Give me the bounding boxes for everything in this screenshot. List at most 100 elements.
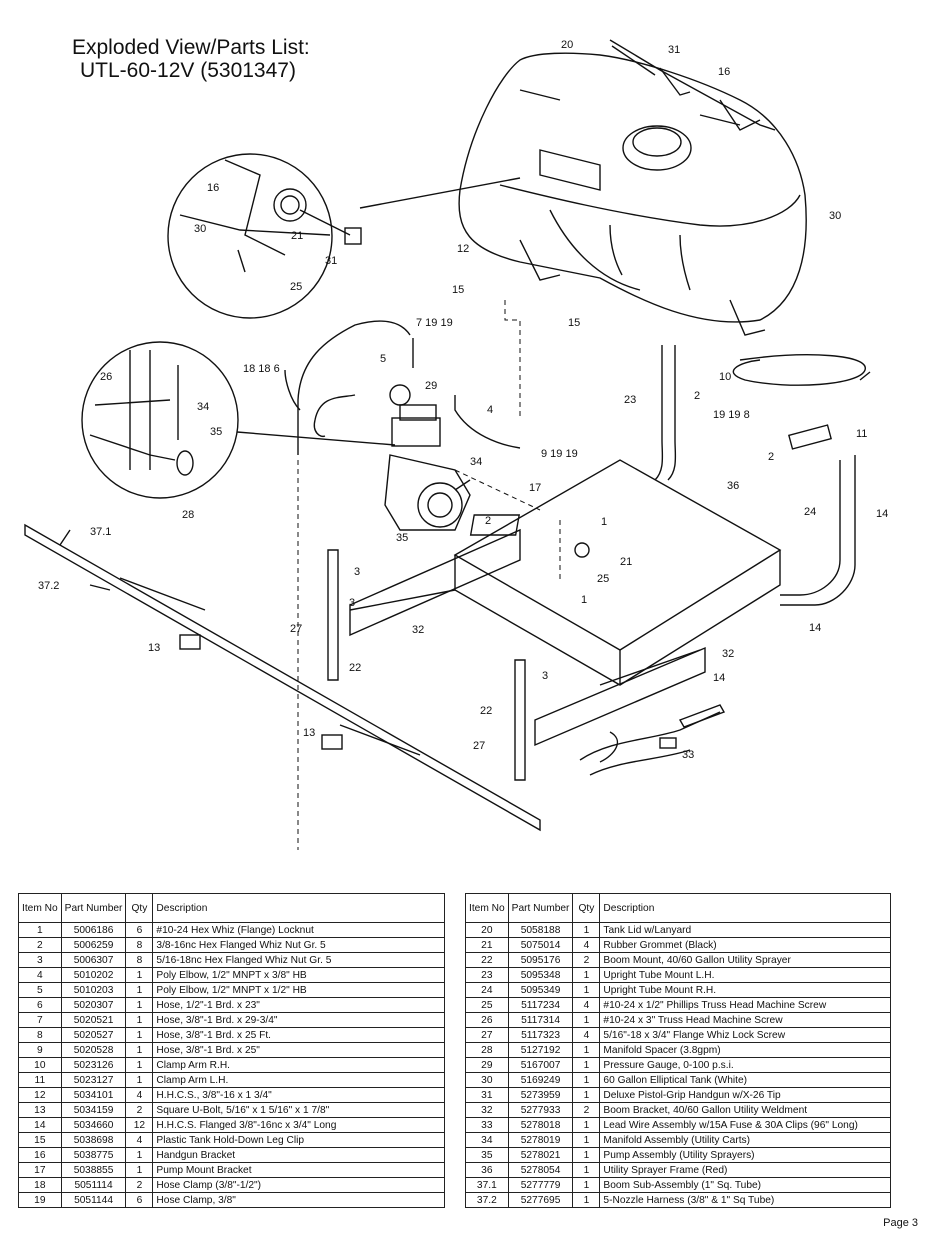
callout: 19 19 8 <box>713 409 750 421</box>
qty-cell: 6 <box>125 1192 154 1208</box>
description-cell: Hose, 1/2"-1 Brd. x 23" <box>152 997 445 1013</box>
part-number-cell: 5075014 <box>507 937 574 953</box>
item-cell: 18 <box>18 1177 62 1193</box>
callout: 31 <box>325 255 337 267</box>
part-number-cell: 5277779 <box>507 1177 574 1193</box>
part-number-cell: 5020307 <box>60 997 127 1013</box>
callout: 1 <box>601 516 607 528</box>
part-number-cell: 5034159 <box>60 1102 127 1118</box>
upright-tube-mounts-drawing <box>654 345 856 606</box>
description-cell: #10-24 Hex Whiz (Flange) Locknut <box>152 922 445 938</box>
part-number-cell: 5038698 <box>60 1132 127 1148</box>
description-cell: Tank Lid w/Lanyard <box>599 922 891 938</box>
boom-drawing <box>24 523 619 832</box>
qty-cell: 1 <box>125 1027 154 1043</box>
item-cell: 11 <box>18 1072 62 1088</box>
description-cell: 5/16"-18 x 3/4" Flange Whiz Lock Screw <box>599 1027 891 1043</box>
part-number-cell: 5117314 <box>507 1012 574 1028</box>
qty-cell: 8 <box>125 937 154 953</box>
part-number-cell: 5020528 <box>60 1042 127 1058</box>
callout: 36 <box>727 480 739 492</box>
header-item: Item No <box>465 893 509 923</box>
item-cell: 32 <box>465 1102 509 1118</box>
table-header-row: Item No Part Number Qty Description <box>465 893 891 923</box>
part-number-cell: 5273959 <box>507 1087 574 1103</box>
part-number-cell: 5006307 <box>60 952 127 968</box>
part-number-cell: 5117323 <box>507 1027 574 1043</box>
callout: 2 <box>485 515 491 527</box>
part-number-cell: 5023127 <box>60 1072 127 1088</box>
item-cell: 35 <box>465 1147 509 1163</box>
part-number-cell: 5058188 <box>507 922 574 938</box>
description-cell: Boom Sub-Assembly (1" Sq. Tube) <box>599 1177 891 1193</box>
callout: 17 <box>529 482 541 494</box>
part-number-cell: 5023126 <box>60 1057 127 1073</box>
callout: 30 <box>829 210 841 222</box>
callout: 34 <box>197 401 209 413</box>
diagram-linework <box>24 39 871 850</box>
qty-cell: 1 <box>572 1192 601 1208</box>
callout: 26 <box>100 371 112 383</box>
description-cell: H.H.C.S., 3/8"-16 x 1 3/4" <box>152 1087 445 1103</box>
frame-drawing <box>453 459 782 686</box>
qty-cell: 2 <box>125 1177 154 1193</box>
item-cell: 37.1 <box>465 1177 509 1193</box>
qty-cell: 1 <box>572 1117 601 1133</box>
callout: 14 <box>713 672 725 684</box>
part-number-cell: 5034101 <box>60 1087 127 1103</box>
qty-cell: 4 <box>572 937 601 953</box>
qty-cell: 1 <box>125 1147 154 1163</box>
callout: 2 <box>768 451 774 463</box>
qty-cell: 1 <box>572 967 601 983</box>
item-cell: 10 <box>18 1057 62 1073</box>
callout: 27 <box>290 623 302 635</box>
callout: 22 <box>349 662 361 674</box>
qty-cell: 1 <box>125 1012 154 1028</box>
part-number-cell: 5020521 <box>60 1012 127 1028</box>
qty-cell: 4 <box>572 997 601 1013</box>
tank-drawing <box>458 52 807 336</box>
item-cell: 14 <box>18 1117 62 1133</box>
qty-cell: 4 <box>572 1027 601 1043</box>
qty-cell: 4 <box>125 1132 154 1148</box>
callout: 23 <box>624 394 636 406</box>
description-cell: Clamp Arm R.H. <box>152 1057 445 1073</box>
item-cell: 7 <box>18 1012 62 1028</box>
qty-cell: 1 <box>572 1162 601 1178</box>
title-line-1: Exploded View/Parts List: <box>72 36 310 59</box>
item-cell: 3 <box>18 952 62 968</box>
item-cell: 31 <box>465 1087 509 1103</box>
header-qty: Qty <box>572 893 601 923</box>
callout: 14 <box>876 508 888 520</box>
callout: 3 <box>354 566 360 578</box>
qty-cell: 1 <box>572 982 601 998</box>
part-number-cell: 5006259 <box>60 937 127 953</box>
qty-cell: 1 <box>572 1087 601 1103</box>
hoses-drawing <box>284 320 871 455</box>
callout: 7 19 19 <box>416 317 453 329</box>
title-line-2: UTL-60-12V (5301347) <box>80 59 296 82</box>
header-item: Item No <box>18 893 62 923</box>
item-cell: 24 <box>465 982 509 998</box>
part-number-cell: 5051114 <box>60 1177 127 1193</box>
item-cell: 2 <box>18 937 62 953</box>
lead-wire-drawing <box>579 704 726 776</box>
callout: 35 <box>396 532 408 544</box>
item-cell: 33 <box>465 1117 509 1133</box>
qty-cell: 1 <box>572 1042 601 1058</box>
